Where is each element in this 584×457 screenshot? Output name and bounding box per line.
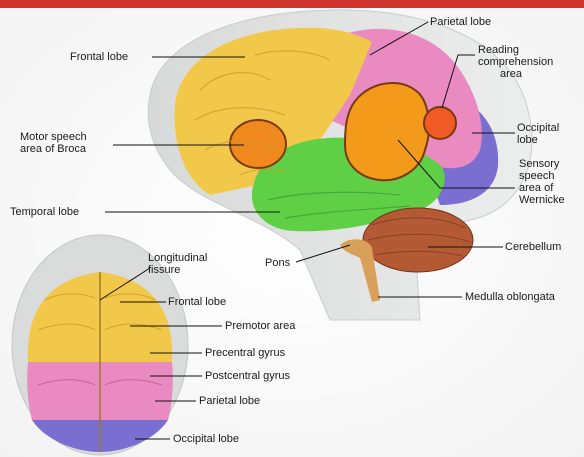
label-temporal-lobe: Temporal lobe xyxy=(10,206,79,218)
label-cerebellum: Cerebellum xyxy=(505,241,561,253)
label-parietal-lobe: Parietal lobe xyxy=(430,16,491,28)
label-premotor-area: Premotor area xyxy=(225,320,295,332)
label-sensory-speech-wernicke: Sensory speech area of Wernicke xyxy=(519,158,565,206)
label-top-frontal-lobe: Frontal lobe xyxy=(168,296,226,308)
label-motor-speech-broca: Motor speech area of Broca xyxy=(20,131,87,155)
broca-area xyxy=(230,120,286,168)
label-reading-comprehension-area: Reading comprehension area xyxy=(478,44,553,80)
label-medulla-oblongata: Medulla oblongata xyxy=(465,291,555,303)
reading-comprehension-area xyxy=(424,107,456,139)
label-postcentral-gyrus: Postcentral gyrus xyxy=(205,370,290,382)
top-color-bar xyxy=(0,0,584,8)
label-top-occipital-lobe: Occipital lobe xyxy=(173,433,239,445)
label-top-parietal-lobe: Parietal lobe xyxy=(199,395,260,407)
label-longitudinal-fissure: Longitudinal fissure xyxy=(148,252,207,276)
label-occipital-lobe: Occipital lobe xyxy=(517,122,559,146)
label-frontal-lobe: Frontal lobe xyxy=(70,51,128,63)
label-pons: Pons xyxy=(265,257,290,269)
wernicke-area xyxy=(345,83,429,180)
label-precentral-gyrus: Precentral gyrus xyxy=(205,347,285,359)
